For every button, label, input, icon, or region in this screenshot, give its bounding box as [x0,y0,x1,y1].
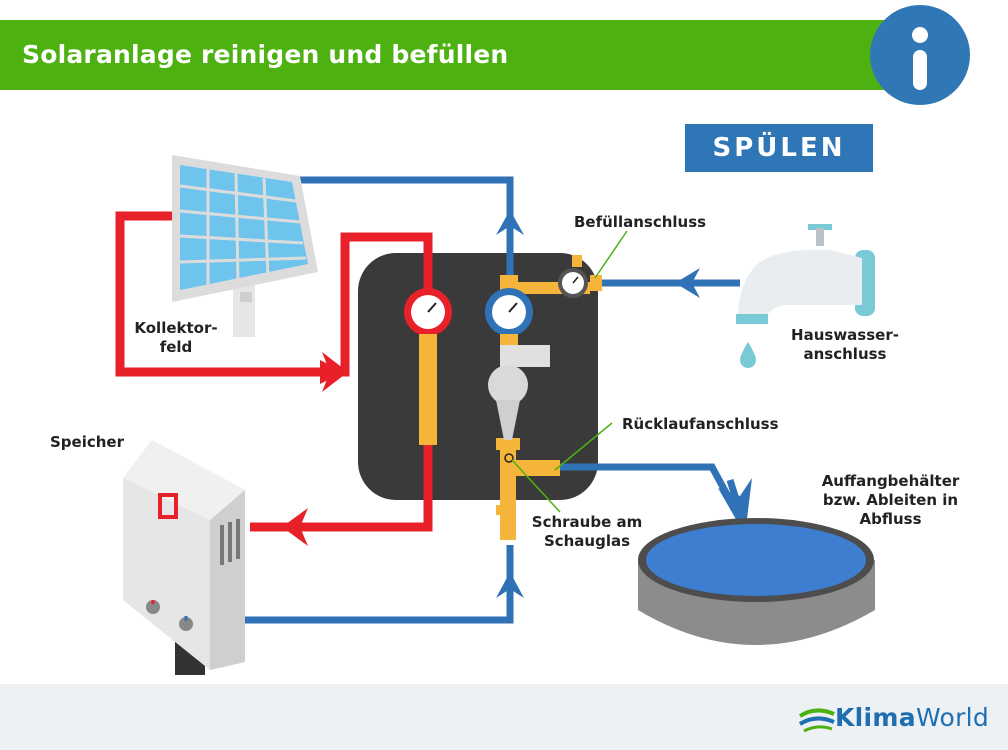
hot-fitting-vertical [419,330,437,445]
sightglass-label: Schraube am Schauglas [531,513,643,550]
hot-pipe-collector-return [115,211,330,377]
cold-arrow-up-top [496,210,524,235]
return-fitting-top [496,438,520,450]
cold-arrow-up-bottom [496,572,524,598]
hot-pipe-to-storage [250,440,433,532]
cold-pipe-storage-feed [245,545,514,624]
collector-label: Kollektor- feld [134,319,218,356]
leader-lines [511,230,628,513]
collection-tub-icon [638,518,875,645]
container-label: Auffangbehälter bzw. Ableiten in Abfluss [821,472,960,528]
storage-tank-icon [123,440,245,675]
header-bar [0,20,900,90]
info-icon [912,27,928,90]
cold-arrow-left [675,268,700,298]
return-fitting-horizontal [510,460,560,476]
page-title: Solaranlage reinigen und befüllen [22,40,509,69]
cold-pipe-collector-feed [282,176,514,290]
mode-badge: SPÜLEN [685,124,873,172]
fill-valve-top [572,255,582,267]
hot-pressure-gauge-icon [404,288,452,348]
sightglass-screw [504,453,514,463]
cold-pipe-return-drain [555,463,734,502]
fill-pressure-gauge-icon [558,268,588,298]
hot-arrow-right-big [322,352,348,392]
info-button[interactable] [870,5,970,105]
water-tap-icon [736,224,875,324]
water-drop-icon [740,342,756,368]
klimaworld-logo-icon [798,708,835,733]
house-water-label: Hauswasser- anschluss [791,326,899,363]
cold-pressure-gauge-icon [485,288,533,348]
storage-label: Speicher [50,433,124,451]
hot-arrow-left [282,508,308,546]
fill-valve-right [590,275,602,291]
pump-icon [488,345,550,440]
return-fitting-nut [496,505,516,515]
return-connection-label: Rücklaufanschluss [622,415,779,433]
klimaworld-logo[interactable]: KlimaWorld [835,703,990,732]
footer [0,684,1008,750]
fill-connection-label: Befüllanschluss [574,213,707,231]
solar-panel-icon [172,155,318,337]
